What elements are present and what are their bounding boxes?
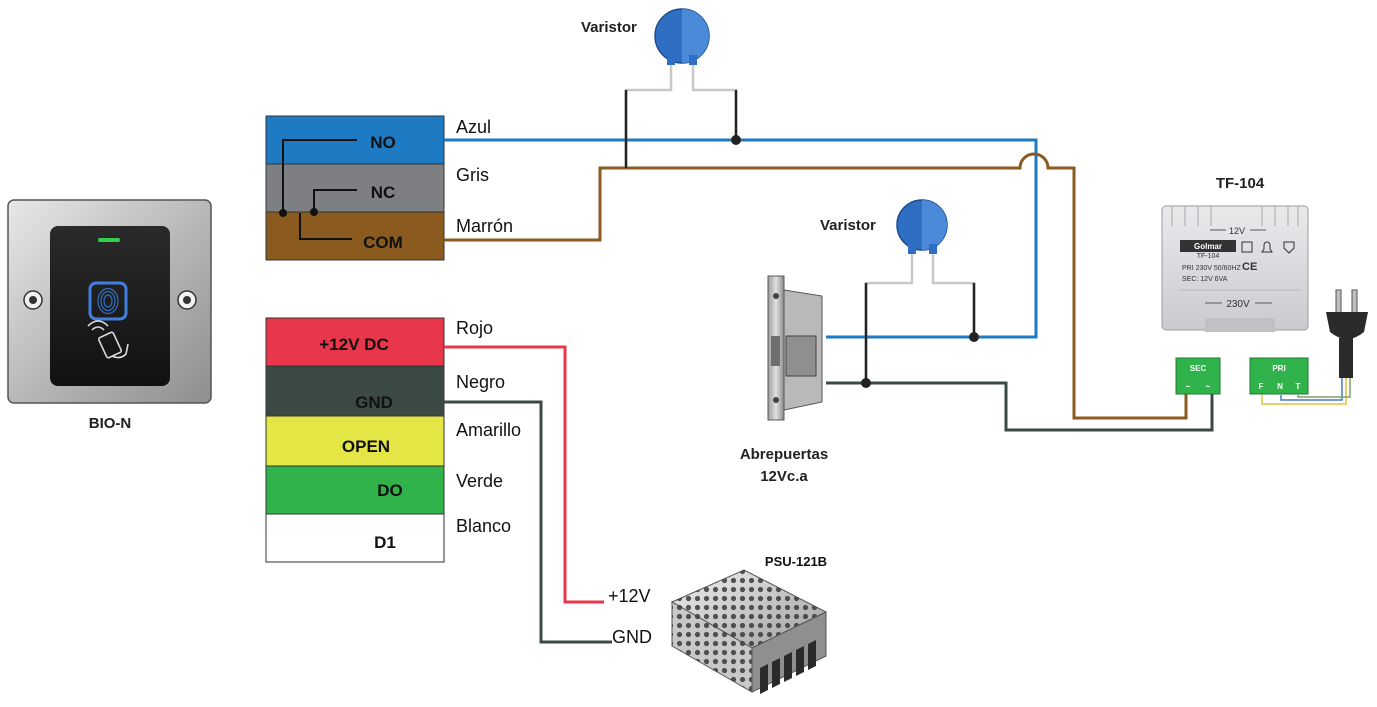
- psu-name: PSU-121B: [765, 554, 827, 569]
- transformer-name: TF-104: [1216, 175, 1265, 192]
- pri-term-t: T: [1296, 382, 1301, 391]
- wire-gnd: [444, 400, 612, 644]
- sec-term-2: ~: [1206, 382, 1211, 391]
- varistor-lock-label: Varistor: [820, 217, 876, 234]
- relay-contact-lines: [282, 139, 357, 240]
- terminal-com-label: COM: [363, 233, 403, 252]
- terminal-nc: [265, 163, 445, 213]
- terminal-open: [265, 415, 445, 467]
- reader-name: BIO-N: [89, 415, 132, 432]
- wire-label-amarillo: Amarillo: [456, 420, 521, 440]
- pri-term-n: N: [1277, 382, 1283, 391]
- status-led: [98, 238, 120, 242]
- brand-badge: [1180, 240, 1236, 252]
- wire-red: [444, 345, 604, 604]
- transformer-fins: [1171, 206, 1299, 226]
- sec-terminal-block: [1175, 357, 1221, 395]
- terminal-gnd-label: GND: [355, 393, 393, 412]
- bell-icon: [1261, 241, 1273, 253]
- terminal-do-label: DO: [377, 481, 403, 500]
- psu-terminal-strip: [760, 640, 816, 694]
- transformer-tf104: TF-104 12V Golmar TF-104 PRI 230V 50/60H…: [1161, 175, 1309, 395]
- transformer-primary-label: 230V: [1226, 299, 1250, 310]
- mains-plug-icon: [1326, 289, 1368, 378]
- transformer-spec-pri: PRI 230V 50/60HZ: [1182, 265, 1241, 272]
- psu-gnd-label: GND: [612, 627, 652, 647]
- varistor-lock: Varistor: [820, 199, 948, 254]
- terminal-nc-label: NC: [371, 183, 396, 202]
- double-insulation-icon: [1241, 241, 1253, 253]
- fingerprint-icon: [97, 287, 119, 315]
- relay-terminal-block: NO NC COM: [265, 115, 445, 261]
- power-terminal-block: +12V DC GND OPEN DO D1: [265, 317, 445, 563]
- wire-brown: [444, 152, 1188, 420]
- wire-label-marron: Marrón: [456, 216, 513, 236]
- wire-label-gris: Gris: [456, 165, 489, 185]
- psu-front: [751, 611, 827, 693]
- terminal-com: [265, 211, 445, 261]
- transformer-secondary-label: 12V: [1229, 226, 1245, 236]
- terminal-d1-label: D1: [374, 533, 396, 552]
- ce-mark-icon: CE: [1242, 261, 1257, 273]
- terminal-12vdc: [265, 317, 445, 367]
- door-strike: Abrepuertas 12Vc.a: [740, 275, 828, 485]
- wire-lock-return: [826, 381, 1214, 432]
- transformer-spec-sec: SEC: 12V 6VA: [1182, 276, 1228, 283]
- psu-121b: PSU-121B +12V GND: [608, 554, 828, 694]
- varistor-lock-legs: [864, 252, 976, 383]
- wire-label-rojo: Rojo: [456, 318, 493, 338]
- varistor-top: Varistor: [581, 8, 710, 65]
- psu-pos-label: +12V: [608, 586, 651, 606]
- varistor-top-label: Varistor: [581, 19, 637, 36]
- terminal-do: [265, 465, 445, 515]
- sec-block-label: SEC: [1190, 364, 1207, 373]
- varistor-top-legs: [624, 65, 738, 168]
- pri-block-label: PRI: [1272, 364, 1285, 373]
- transformer-model-small: TF-104: [1197, 253, 1220, 260]
- wire-label-blanco: Blanco: [456, 516, 511, 536]
- fingerprint-sensor: [88, 281, 128, 321]
- bio-n-reader: BIO-N: [7, 199, 212, 432]
- card-tap-icon: [87, 320, 129, 359]
- transformer-brand: Golmar: [1194, 242, 1222, 251]
- terminal-d1: [265, 513, 445, 563]
- pri-terminal-block: [1249, 357, 1309, 395]
- lock-label-line2: 12Vc.a: [760, 468, 808, 485]
- pri-term-f: F: [1259, 382, 1264, 391]
- terminal-gnd: [265, 365, 445, 417]
- terminal-no-label: NO: [370, 133, 396, 152]
- terminal-12vdc-label: +12V DC: [319, 335, 388, 354]
- wire-label-negro: Negro: [456, 372, 505, 392]
- wire-label-azul: Azul: [456, 117, 491, 137]
- sec-term-1: ~: [1186, 382, 1191, 391]
- strike-latch: [785, 335, 817, 377]
- lock-label-line1: Abrepuertas: [740, 446, 828, 463]
- terminal-open-label: OPEN: [342, 437, 390, 456]
- safety-icon: [1283, 241, 1295, 254]
- wire-label-verde: Verde: [456, 471, 503, 491]
